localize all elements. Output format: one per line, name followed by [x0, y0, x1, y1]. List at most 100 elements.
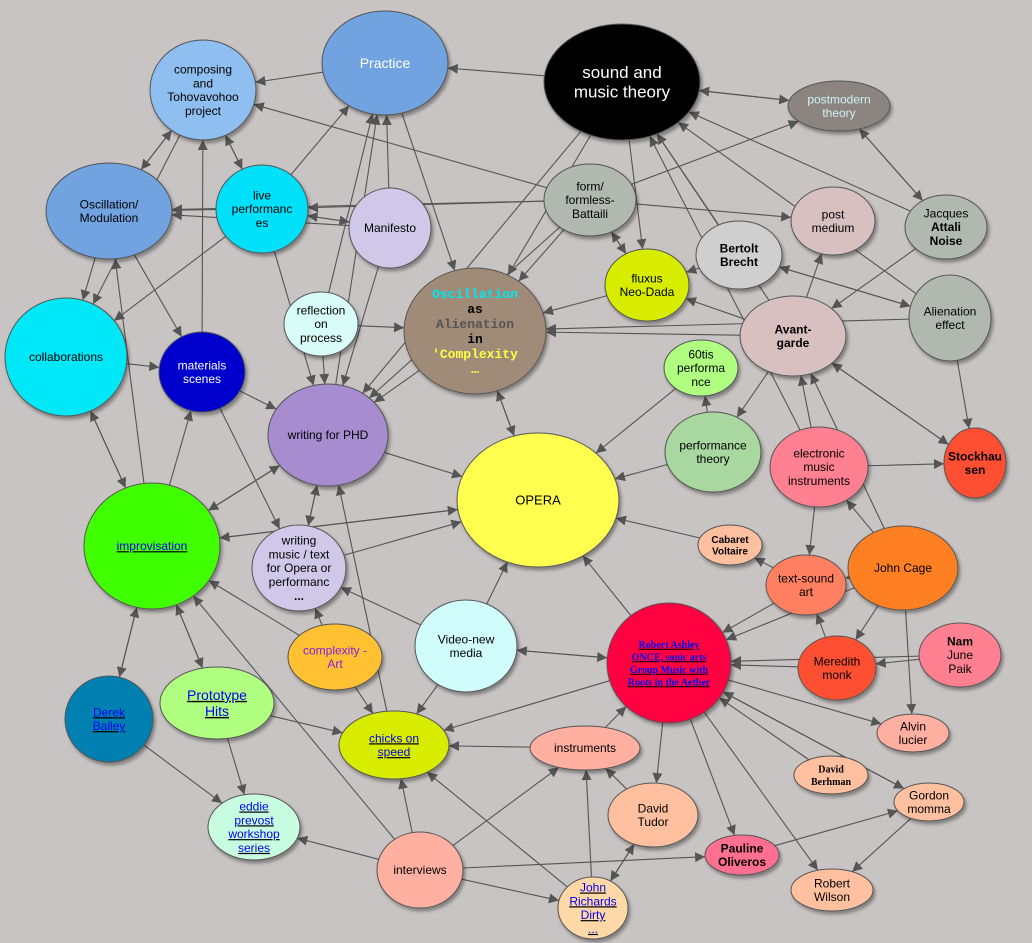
node-sound-shape[interactable] [543, 23, 701, 141]
node-form[interactable]: form/formless-Battaili [543, 163, 637, 237]
node-berhman-shape[interactable] [793, 755, 869, 795]
node-avant[interactable]: Avant-garde [739, 295, 847, 377]
node-richards-line[interactable]: Dirty [581, 908, 606, 922]
node-postmodern-shape[interactable] [787, 80, 891, 132]
node-improv-label[interactable]: improvisation [117, 539, 188, 553]
node-ashley-line[interactable]: Roots in the Aether [628, 677, 711, 688]
node-practice[interactable]: Practice [321, 10, 449, 116]
node-oscmod-shape[interactable] [45, 162, 173, 260]
node-cabaret-shape[interactable] [697, 524, 763, 566]
node-stockhausen-shape[interactable] [943, 427, 1007, 499]
node-opera-shape[interactable] [456, 432, 620, 568]
node-complexity[interactable]: complexity -Art [287, 623, 383, 691]
node-live-shape[interactable] [215, 164, 309, 254]
node-cage-shape[interactable] [847, 525, 959, 611]
node-chicks-line[interactable]: speed [378, 745, 411, 759]
node-complexity-shape[interactable] [287, 623, 383, 691]
node-alienation-shape[interactable] [908, 274, 992, 362]
node-ashley-line[interactable]: Robert Ashley [639, 640, 700, 651]
node-richards-shape[interactable] [557, 876, 629, 940]
node-prototype-line[interactable]: Hits [205, 703, 229, 719]
node-composing-shape[interactable] [149, 39, 257, 141]
node-ashley-line[interactable]: ONCE, sonic arts [632, 652, 707, 663]
node-avant-shape[interactable] [739, 295, 847, 377]
node-postmedium-shape[interactable] [790, 186, 876, 256]
node-improv-line[interactable]: improvisation [117, 539, 188, 553]
node-prototype-shape[interactable] [159, 666, 275, 740]
node-chicks-shape[interactable] [338, 710, 450, 780]
node-derek-line[interactable]: Bailey [93, 719, 126, 733]
node-materials-shape[interactable] [158, 331, 246, 413]
node-tudor-shape[interactable] [607, 782, 699, 848]
node-eddie-line[interactable]: workshop [227, 827, 280, 841]
node-sixties-shape[interactable] [663, 339, 739, 397]
node-instruments[interactable]: instruments [529, 725, 641, 771]
node-ashley-shape[interactable] [606, 602, 732, 724]
node-reflection-shape[interactable] [283, 291, 359, 357]
node-brecht-shape[interactable] [695, 220, 783, 290]
node-interviews-shape[interactable] [376, 831, 464, 909]
node-collab[interactable]: collaborations [4, 297, 128, 417]
node-prototype-line[interactable]: Prototype [187, 687, 247, 703]
node-oaaic-shape[interactable] [403, 267, 547, 395]
node-collab-shape[interactable] [4, 297, 128, 417]
node-wilson-shape[interactable] [790, 868, 874, 912]
node-oscmod[interactable]: Oscillation/Modulation [45, 162, 173, 260]
node-pauline-shape[interactable] [704, 834, 780, 876]
node-richards-line[interactable]: John [580, 881, 606, 895]
node-practice-shape[interactable] [321, 10, 449, 116]
node-jacques-shape[interactable] [904, 194, 988, 260]
node-opera[interactable]: OPERA [456, 432, 620, 568]
node-interviews[interactable]: interviews [376, 831, 464, 909]
node-improv[interactable]: improvisation [83, 482, 221, 610]
node-phd[interactable]: writing for PHD [267, 383, 389, 487]
node-video-shape[interactable] [414, 599, 518, 693]
node-manifesto[interactable]: Manifesto [348, 187, 432, 269]
node-meredith-shape[interactable] [797, 635, 877, 701]
node-chicks-line[interactable]: chicks on [369, 731, 419, 745]
node-textsound-shape[interactable] [765, 554, 847, 616]
node-improv-shape[interactable] [83, 482, 221, 610]
node-alvin-shape[interactable] [876, 713, 950, 753]
node-ashley-line[interactable]: Group Music with [630, 665, 709, 676]
node-manifesto-shape[interactable] [348, 187, 432, 269]
node-gordon-shape[interactable] [893, 782, 965, 822]
node-instruments-shape[interactable] [529, 725, 641, 771]
node-eddie-line[interactable]: prevost [234, 813, 274, 827]
node-eddie-line[interactable]: eddie [239, 800, 269, 814]
node-phd-shape[interactable] [267, 383, 389, 487]
node-writingmusic-shape[interactable] [251, 524, 347, 612]
